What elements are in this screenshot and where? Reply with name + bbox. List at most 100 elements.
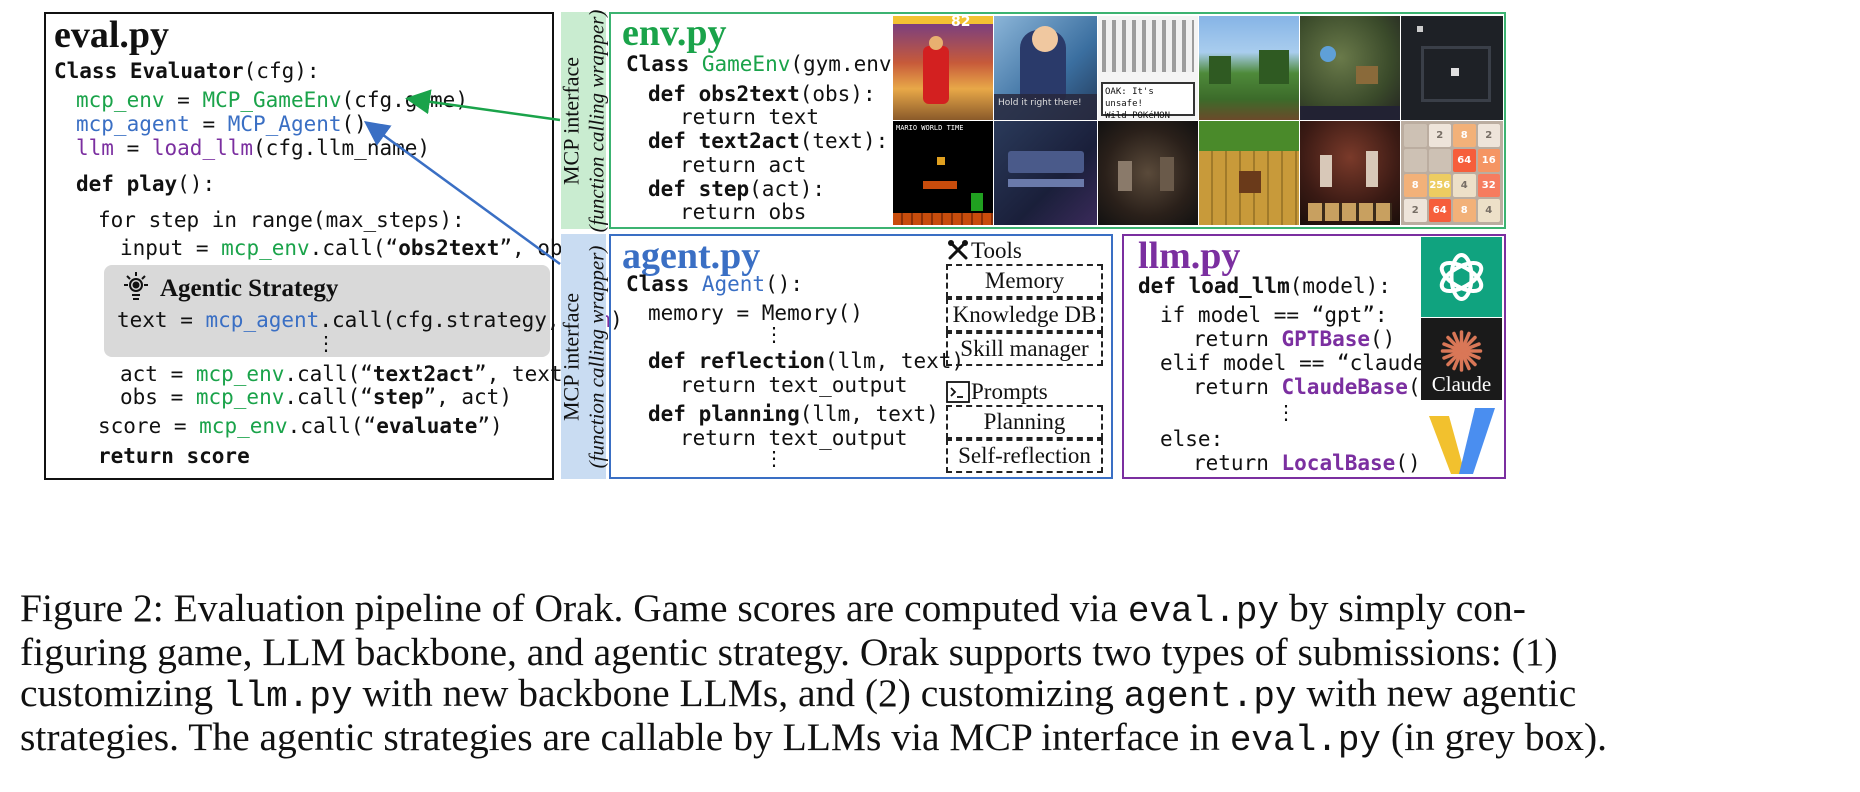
text2act-def-line: def text2act(text):: [648, 131, 888, 152]
tile-grid: 2826416825643226484: [1404, 124, 1500, 222]
mario-hud-text: MARIO WORLD TIME: [896, 124, 963, 132]
evaluator-class-name: Evaluator: [130, 59, 244, 83]
tile-cell: 16: [1478, 149, 1501, 172]
tile-cell: 64: [1429, 199, 1452, 222]
obs2text-return-line: return text: [680, 107, 819, 128]
card-game-thumbnail: [994, 121, 1097, 225]
stardew-valley-thumbnail: [1199, 121, 1299, 225]
text2act-fn-name: text2act: [699, 129, 800, 153]
llm-var: llm: [76, 136, 114, 160]
reflection-return-line: return text_output: [680, 375, 908, 396]
obs2text-def-line: def obs2text(obs):: [648, 84, 876, 105]
load-llm-args: (cfg.llm_name): [253, 136, 430, 160]
dark-rpg-thumbnail: [1098, 121, 1198, 225]
mcp-label-line1: MCP interface: [558, 9, 583, 232]
prompts-label: Prompts: [971, 379, 1048, 405]
caption-code: eval.py: [1128, 591, 1279, 632]
for-loop-line: for step in range(max_steps):: [98, 210, 465, 231]
mcp-label-text: MCP interface (function calling wrapper): [558, 245, 609, 468]
tools-icon: [946, 238, 970, 262]
gameenv-class-name: GameEnv: [702, 52, 791, 76]
act-assign: act =: [120, 362, 196, 386]
tile-cell: [1429, 149, 1452, 172]
text2act-return-line: return act: [680, 155, 806, 176]
caption-text: by simply con-: [1279, 586, 1526, 630]
mcp-agent-line: mcp_agent = MCP_Agent(): [76, 114, 367, 135]
agent-py-title: agent.py: [622, 237, 760, 275]
oak-line1: OAK: It's unsafe!: [1105, 86, 1191, 110]
obs-line: obs = mcp_env.call(“step”, act): [120, 387, 512, 408]
game-2048-thumbnail: 2826416825643226484: [1401, 121, 1503, 225]
def-keyword: def: [648, 402, 699, 426]
prompt-planning: Planning: [946, 405, 1103, 439]
mcp-label-line2: (function calling wrapper): [585, 245, 609, 468]
memory-line: memory = Memory(): [648, 303, 863, 324]
caption-line-4: strategies. The agentic strategies are c…: [20, 717, 1840, 761]
super-mario-thumbnail: MARIO WORLD TIME: [893, 121, 993, 225]
tool-memory: Memory: [946, 264, 1103, 298]
mcp-env-var: mcp_env: [76, 88, 165, 112]
tile-cell: 4: [1453, 174, 1476, 197]
mcp-label-line2: (function calling wrapper): [585, 9, 609, 232]
text-assign: text =: [117, 308, 206, 332]
tile-cell: 256: [1429, 174, 1452, 197]
mcp-env-ref: mcp_env: [199, 414, 288, 438]
llm-line: llm = load_llm(cfg.llm_name): [76, 138, 430, 159]
street-fighter-thumbnail: 82: [893, 16, 993, 120]
elif-claude-line: elif model == “claude”: [1160, 353, 1438, 374]
return-keyword: return: [1193, 451, 1282, 475]
obs2text-string: obs2text: [398, 236, 499, 260]
reflection-fn-name: reflection: [699, 349, 825, 373]
def-keyword: def: [648, 129, 699, 153]
text2act-string: text2act: [373, 362, 474, 386]
step-args: (act):: [749, 177, 825, 201]
reflection-args: (llm, text): [825, 349, 964, 373]
openai-logo-icon: [1421, 237, 1502, 317]
mcp-env-ref: mcp_env: [196, 362, 285, 386]
mcp-agent-var: mcp_agent: [76, 112, 190, 136]
def-keyword: def: [648, 82, 699, 106]
call-parens: (): [1370, 327, 1395, 351]
tile-cell: 8: [1453, 124, 1476, 147]
call-open: .call(“: [288, 414, 377, 438]
input-assign: input =: [120, 236, 221, 260]
tile-cell: 2: [1404, 199, 1427, 222]
localbase-class: LocalBase: [1282, 451, 1396, 475]
mcp-gameenv-call: MCP_GameEnv: [202, 88, 341, 112]
call-open: .call(“: [310, 236, 399, 260]
load-llm-call: load_llm: [152, 136, 253, 160]
return-keyword: return: [1193, 327, 1282, 351]
reflection-def-line: def reflection(llm, text): [648, 351, 964, 372]
assign-op: =: [165, 88, 203, 112]
vdots: ⋮: [1276, 400, 1296, 424]
score-text: 82: [951, 16, 970, 30]
step-string: step: [373, 385, 424, 409]
minecraft-thumbnail: [1199, 16, 1299, 120]
figure-caption: Figure 2: Evaluation pipeline of Orak. G…: [20, 588, 1840, 761]
mcp-agent-ref: mcp_agent: [206, 308, 320, 332]
obs2text-args: (obs):: [800, 82, 876, 106]
caption-code: agent.py: [1124, 676, 1297, 717]
def-play-line: def play():: [76, 174, 215, 195]
caption-text: with new agentic: [1297, 671, 1577, 715]
gameenv-class-line: Class GameEnv(gym.env):: [626, 54, 917, 75]
caption-line-2: figuring game, LLM backbone, and agentic…: [20, 632, 1840, 673]
tile-cell: 8: [1453, 199, 1476, 222]
planning-fn-name: planning: [699, 402, 800, 426]
caption-code: llm.py: [223, 676, 353, 717]
planning-def-line: def planning(llm, text): [648, 404, 939, 425]
load-llm-def-line: def load_llm(model):: [1138, 276, 1391, 297]
tile-cell: [1404, 124, 1427, 147]
score-assign: score =: [98, 414, 199, 438]
vdots: ⋮: [316, 331, 336, 355]
eval-class-line: Class Evaluator(cfg):: [54, 61, 320, 82]
tile-cell: 32: [1478, 174, 1501, 197]
mcp-env-ref: mcp_env: [221, 236, 310, 260]
else-line: else:: [1160, 429, 1223, 450]
score-line: score = mcp_env.call(“evaluate”): [98, 416, 503, 437]
dialog-text: Hold it right there!: [994, 94, 1097, 120]
caption-text: customizing: [20, 671, 223, 715]
env-py-title: env.py: [622, 14, 727, 52]
planning-return-line: return text_output: [680, 428, 908, 449]
def-keyword: def: [648, 349, 699, 373]
